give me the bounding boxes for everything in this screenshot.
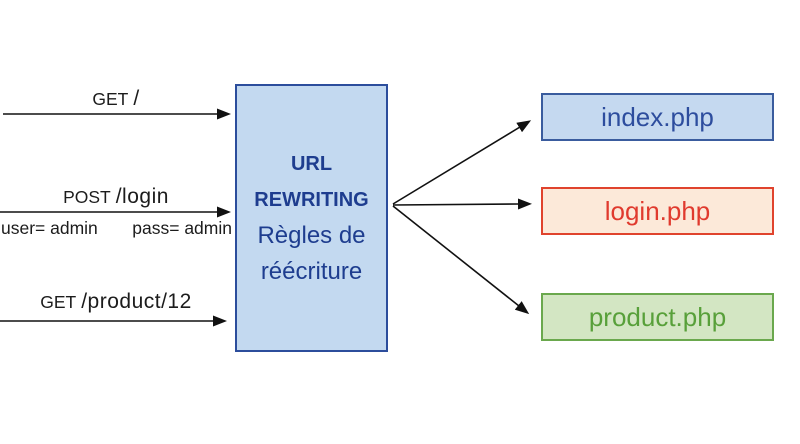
- target-box-index: index.php: [541, 93, 774, 141]
- request-label-post-login: POST/login: [0, 186, 232, 208]
- request-path: /: [133, 87, 140, 110]
- route-arrow-product: [392, 205, 530, 315]
- request-path: /login: [115, 185, 169, 208]
- route-arrow-index: [392, 120, 532, 205]
- request-method: GET: [92, 89, 129, 109]
- route-arrow-login: [392, 198, 532, 210]
- request-param-user: user= admin: [1, 218, 98, 238]
- request-path: /product/12: [81, 290, 192, 313]
- rewriter-title-line2: REWRITING: [254, 189, 369, 211]
- rewriter-title-line1: URL: [290, 153, 333, 175]
- request-method: POST: [63, 187, 111, 207]
- request-params-login: user= admin pass= admin: [1, 218, 232, 238]
- request-method: GET: [40, 292, 77, 312]
- request-param-pass: pass= admin: [132, 218, 232, 238]
- target-label-product: product.php: [588, 301, 727, 332]
- request-label-get-root: GET/: [0, 88, 232, 110]
- request-label-get-product: GET/product/12: [0, 291, 232, 313]
- target-box-login: login.php: [541, 187, 774, 235]
- rewriter-subtitle-line1: Règles de: [257, 222, 366, 249]
- target-label-login: login.php: [604, 195, 711, 226]
- url-rewriter-box: URL REWRITING Règles de réécriture: [235, 84, 388, 352]
- target-label-index: index.php: [601, 101, 714, 132]
- target-box-product: product.php: [541, 293, 774, 341]
- rewriter-subtitle-line2: réécriture: [260, 258, 363, 285]
